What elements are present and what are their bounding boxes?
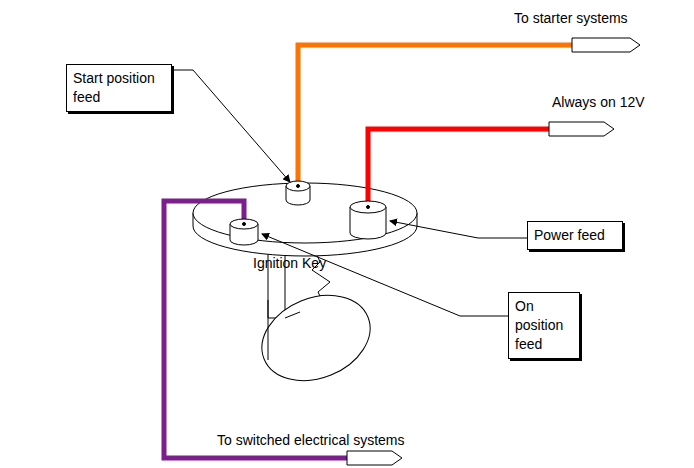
switched-wire [164, 201, 347, 458]
wire-label: Always on 12V [552, 94, 645, 111]
ignition-disc [193, 183, 417, 256]
starter-wire [298, 45, 572, 186]
callout-text: Start position feed [73, 69, 165, 107]
callout-text: Ignition Key [253, 255, 326, 272]
wire-flag [572, 38, 640, 52]
wire-flag [347, 451, 402, 465]
power-terminal [350, 201, 386, 239]
callout-text: Power feed [534, 226, 616, 245]
callout-text: On position feed [515, 297, 573, 354]
callout-box: On position feed [508, 292, 580, 359]
leader-line [172, 70, 290, 182]
start-terminal [286, 181, 310, 205]
wire-flag [549, 122, 614, 136]
callout-box: Start position feed [66, 64, 172, 112]
leader-line [262, 234, 508, 316]
wire-label: To starter systems [514, 10, 628, 27]
key-label: Ignition Key [250, 255, 329, 272]
power-wire [368, 129, 549, 206]
callout-box: Power feed [527, 221, 623, 250]
key-blade [249, 250, 383, 396]
leader-line [390, 221, 527, 238]
wire-label: To switched electrical systems [217, 432, 405, 449]
on-terminal [230, 219, 258, 245]
